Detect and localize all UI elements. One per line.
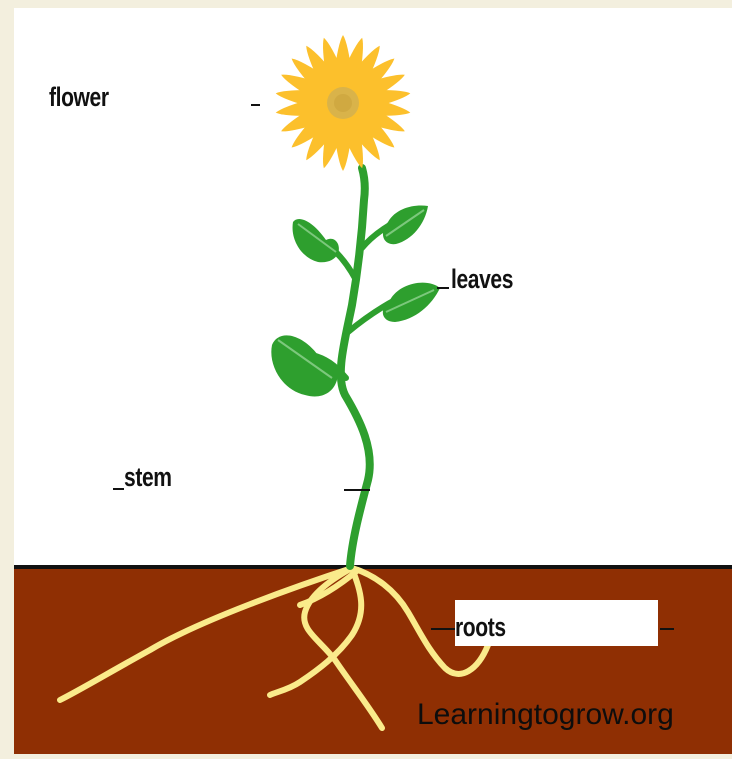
flower-label: flower xyxy=(49,82,109,113)
roots-blank-right xyxy=(660,628,674,630)
stem-blank xyxy=(344,489,370,491)
roots-label: roots xyxy=(455,612,506,643)
leaves-label: leaves xyxy=(451,264,513,295)
watermark-text: Learningtogrow.org xyxy=(417,698,674,732)
roots-blank-left xyxy=(431,628,455,630)
flower-blank xyxy=(251,104,260,106)
stem-label: stem xyxy=(124,462,172,493)
stem-blank-left xyxy=(113,488,124,490)
leaves-blank xyxy=(437,287,449,289)
flower-center-dots xyxy=(334,94,352,112)
